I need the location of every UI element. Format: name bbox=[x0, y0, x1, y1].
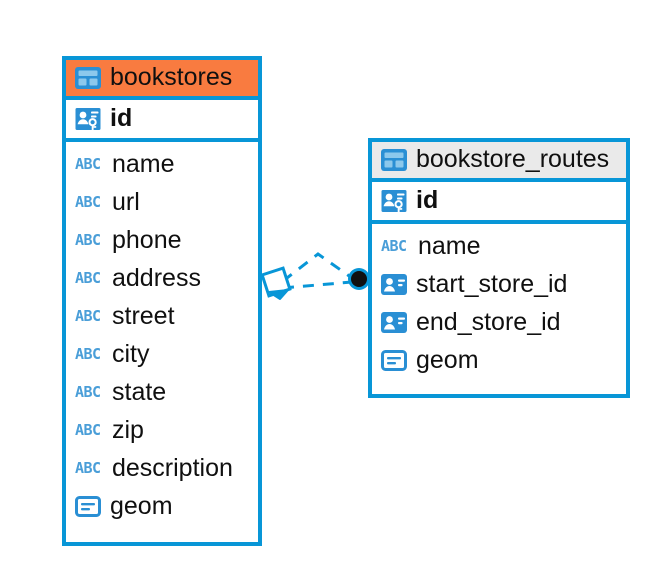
table-icon bbox=[381, 148, 407, 171]
entity-bookstores[interactable]: bookstores id ABC name bbox=[62, 56, 262, 546]
field-row[interactable]: ABC phone bbox=[66, 221, 258, 259]
field-label: geom bbox=[110, 491, 173, 520]
primary-key-label: id bbox=[110, 104, 133, 132]
field-label: street bbox=[112, 301, 175, 330]
foreign-key-icon bbox=[381, 311, 407, 333]
abc-icon: ABC bbox=[75, 382, 101, 401]
field-list-bookstores: ABC name ABC url ABC phone ABC address A… bbox=[66, 142, 258, 529]
relationship-line-upper bbox=[282, 252, 353, 283]
field-label: name bbox=[418, 231, 481, 260]
field-label: city bbox=[112, 339, 150, 368]
table-icon bbox=[75, 66, 101, 89]
primary-key-row[interactable]: id bbox=[66, 100, 258, 142]
field-label: description bbox=[112, 453, 233, 482]
field-row[interactable]: ABC name bbox=[372, 227, 626, 265]
abc-icon: ABC bbox=[75, 420, 101, 439]
field-row[interactable]: start_store_id bbox=[372, 265, 626, 303]
abc-icon: ABC bbox=[381, 236, 407, 255]
primary-key-row[interactable]: id bbox=[372, 182, 626, 224]
field-row[interactable]: geom bbox=[372, 341, 626, 379]
field-label: phone bbox=[112, 225, 182, 254]
geometry-icon bbox=[381, 349, 407, 371]
field-row[interactable]: end_store_id bbox=[372, 303, 626, 341]
entity-header-bookstore-routes: bookstore_routes bbox=[372, 142, 626, 182]
abc-icon: ABC bbox=[75, 154, 101, 173]
field-label: state bbox=[112, 377, 167, 406]
field-label: address bbox=[112, 263, 201, 292]
abc-icon: ABC bbox=[75, 192, 101, 211]
field-row[interactable]: ABC zip bbox=[66, 411, 258, 449]
foreign-key-icon bbox=[381, 273, 407, 295]
filled-circle-marker-icon bbox=[348, 268, 370, 290]
field-row[interactable]: ABC name bbox=[66, 145, 258, 183]
entity-header-bookstores: bookstores bbox=[66, 60, 258, 100]
field-row[interactable]: ABC city bbox=[66, 335, 258, 373]
primary-key-label: id bbox=[416, 186, 439, 214]
entity-title: bookstores bbox=[110, 63, 233, 91]
field-label: zip bbox=[112, 415, 144, 444]
field-label: geom bbox=[416, 345, 479, 374]
abc-icon: ABC bbox=[75, 306, 101, 325]
relationship-line-lower bbox=[282, 280, 353, 290]
field-row[interactable]: ABC state bbox=[66, 373, 258, 411]
field-label: url bbox=[112, 187, 140, 216]
diamond-marker-icon bbox=[260, 266, 292, 300]
primary-key-icon bbox=[381, 189, 407, 213]
abc-icon: ABC bbox=[75, 344, 101, 363]
primary-key-icon bbox=[75, 107, 101, 131]
abc-icon: ABC bbox=[75, 458, 101, 477]
field-row[interactable]: ABC address bbox=[66, 259, 258, 297]
field-row[interactable]: geom bbox=[66, 487, 258, 525]
abc-icon: ABC bbox=[75, 230, 101, 249]
field-row[interactable]: ABC url bbox=[66, 183, 258, 221]
geometry-icon bbox=[75, 495, 101, 517]
field-label: end_store_id bbox=[416, 307, 561, 336]
field-label: start_store_id bbox=[416, 269, 568, 298]
entity-title: bookstore_routes bbox=[416, 145, 610, 173]
abc-icon: ABC bbox=[75, 268, 101, 287]
field-label: name bbox=[112, 149, 175, 178]
field-list-bookstore-routes: ABC name start_store_id bbox=[372, 224, 626, 383]
field-row[interactable]: ABC description bbox=[66, 449, 258, 487]
field-row[interactable]: ABC street bbox=[66, 297, 258, 335]
entity-bookstore-routes[interactable]: bookstore_routes id ABC name bbox=[368, 138, 630, 398]
